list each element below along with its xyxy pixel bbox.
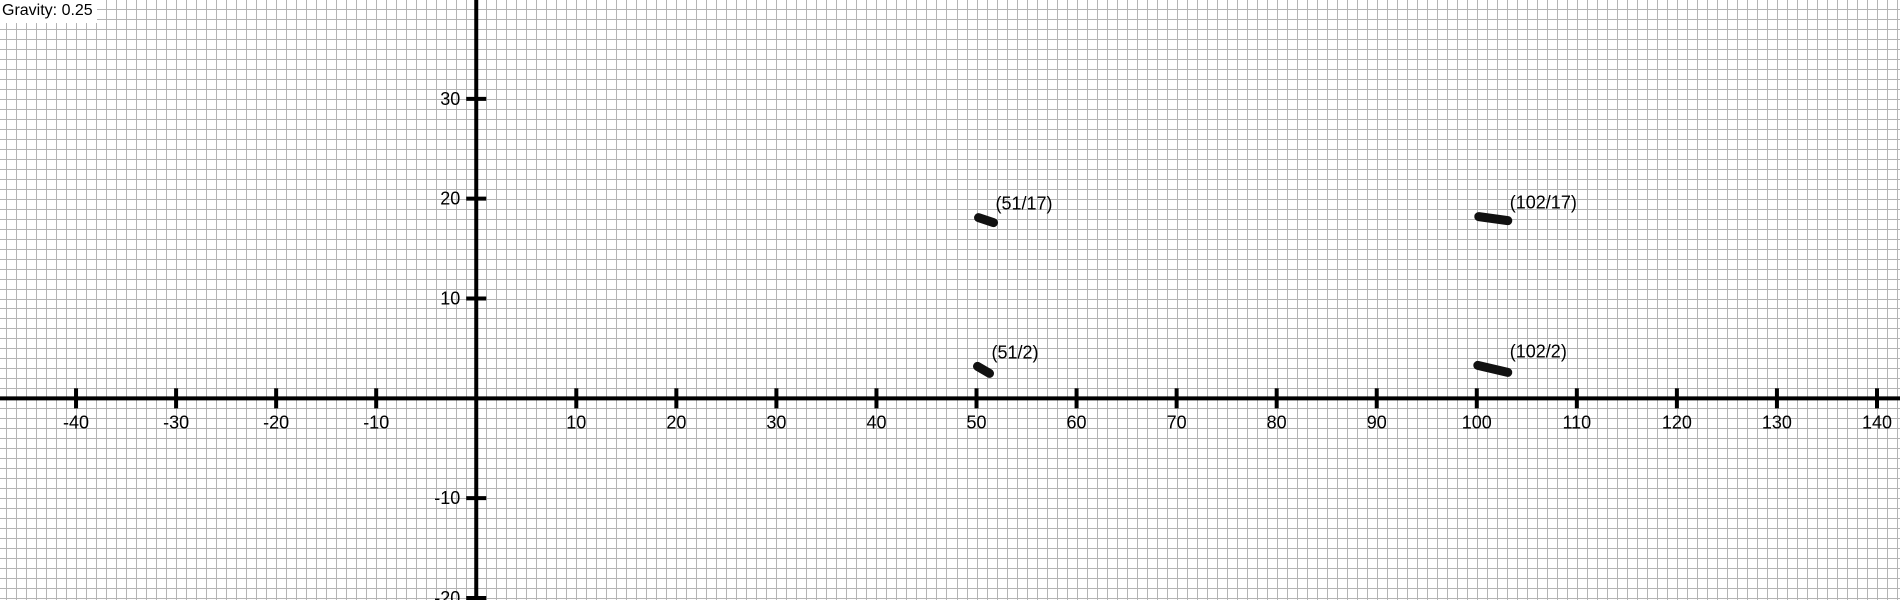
point-segment[interactable] xyxy=(1473,360,1513,377)
y-tick-label: -10 xyxy=(434,488,460,508)
x-tick-label: 90 xyxy=(1367,412,1387,432)
point-label: (51/17) xyxy=(996,194,1053,214)
x-tick-label: 60 xyxy=(1067,412,1087,432)
x-tick-label: 100 xyxy=(1462,412,1492,432)
x-tick-label: 140 xyxy=(1862,412,1892,432)
point-segment[interactable] xyxy=(1474,212,1513,226)
y-tick-label: 10 xyxy=(440,289,460,309)
x-tick-label: 30 xyxy=(766,412,786,432)
x-tick-label: 40 xyxy=(866,412,886,432)
point-segment[interactable] xyxy=(974,213,999,228)
x-tick-label: 120 xyxy=(1662,412,1692,432)
point-segment[interactable] xyxy=(973,361,995,378)
graph-point[interactable]: (102/2) xyxy=(1473,341,1567,377)
x-tick-label: -40 xyxy=(63,412,89,432)
x-tick-label: 130 xyxy=(1762,412,1792,432)
y-tick-label: -20 xyxy=(434,588,460,600)
point-label: (102/17) xyxy=(1510,193,1577,213)
x-tick-label: 20 xyxy=(666,412,686,432)
point-label: (51/2) xyxy=(992,342,1039,362)
x-tick-label: 50 xyxy=(966,412,986,432)
x-tick-label: -30 xyxy=(163,412,189,432)
graph-point[interactable]: (102/17) xyxy=(1474,193,1577,226)
x-tick-label: -10 xyxy=(363,412,389,432)
graph-point[interactable]: (51/17) xyxy=(974,194,1053,228)
x-tick-label: 80 xyxy=(1267,412,1287,432)
axis-ticks: -40 -30 -20 -10 10 20 30 40 50 60 70 80 90 100 110 120 1… xyxy=(63,89,1892,600)
y-tick-label: 20 xyxy=(440,189,460,209)
x-tick-label: -20 xyxy=(263,412,289,432)
x-tick-label: 70 xyxy=(1167,412,1187,432)
points[interactable]: (51/17) (102/17) (51/2) (102/2) xyxy=(973,193,1577,378)
x-tick-label: 10 xyxy=(566,412,586,432)
y-tick-label: 30 xyxy=(440,89,460,109)
graph-point[interactable]: (51/2) xyxy=(973,342,1039,378)
gravity-readout: Gravity: 0.25 xyxy=(0,0,97,23)
x-tick-label: 110 xyxy=(1562,412,1591,432)
point-label: (102/2) xyxy=(1510,341,1567,361)
